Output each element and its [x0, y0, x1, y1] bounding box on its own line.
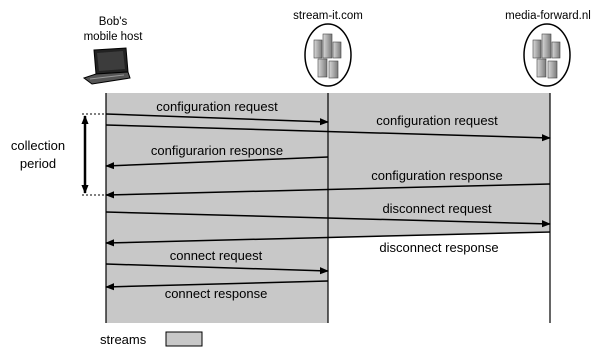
message-label: disconnect request: [382, 201, 492, 216]
bob-host-label-line1: Bob's: [99, 16, 128, 28]
collection-period: collection period: [11, 113, 106, 196]
server-icon: [304, 23, 352, 87]
collection-label-line1: collection: [11, 138, 65, 153]
collection-label-line2: period: [20, 156, 56, 171]
message-arrow: [105, 113, 329, 126]
message-arrow: [105, 156, 329, 170]
stream-region-right: [328, 93, 550, 231]
message-label: configurarion response: [151, 143, 283, 158]
message-arrow: [105, 231, 551, 247]
server-icon: [523, 23, 571, 87]
legend-swatch: [165, 331, 203, 347]
message-arrow: [105, 280, 329, 291]
message-arrow: [105, 211, 551, 228]
messages: [105, 113, 551, 291]
laptop-icon: [82, 47, 131, 85]
stream-host-label: stream-it.com: [293, 10, 363, 22]
message-arrow: [105, 124, 551, 142]
message-label: connect response: [165, 286, 268, 301]
message-label: configuration response: [371, 168, 503, 183]
message-label: connect request: [170, 248, 263, 263]
legend: streams: [100, 331, 203, 347]
message-arrow: [105, 263, 329, 275]
stream-regions: [106, 93, 550, 323]
legend-label: streams: [100, 332, 147, 347]
message-label: disconnect response: [379, 240, 498, 255]
message-arrow: [105, 183, 551, 199]
media-host-label: media-forward.nl: [505, 10, 591, 22]
message-label: configuration request: [156, 99, 278, 114]
message-label: configuration request: [376, 113, 498, 128]
bob-host-label-line2: mobile host: [84, 31, 144, 43]
